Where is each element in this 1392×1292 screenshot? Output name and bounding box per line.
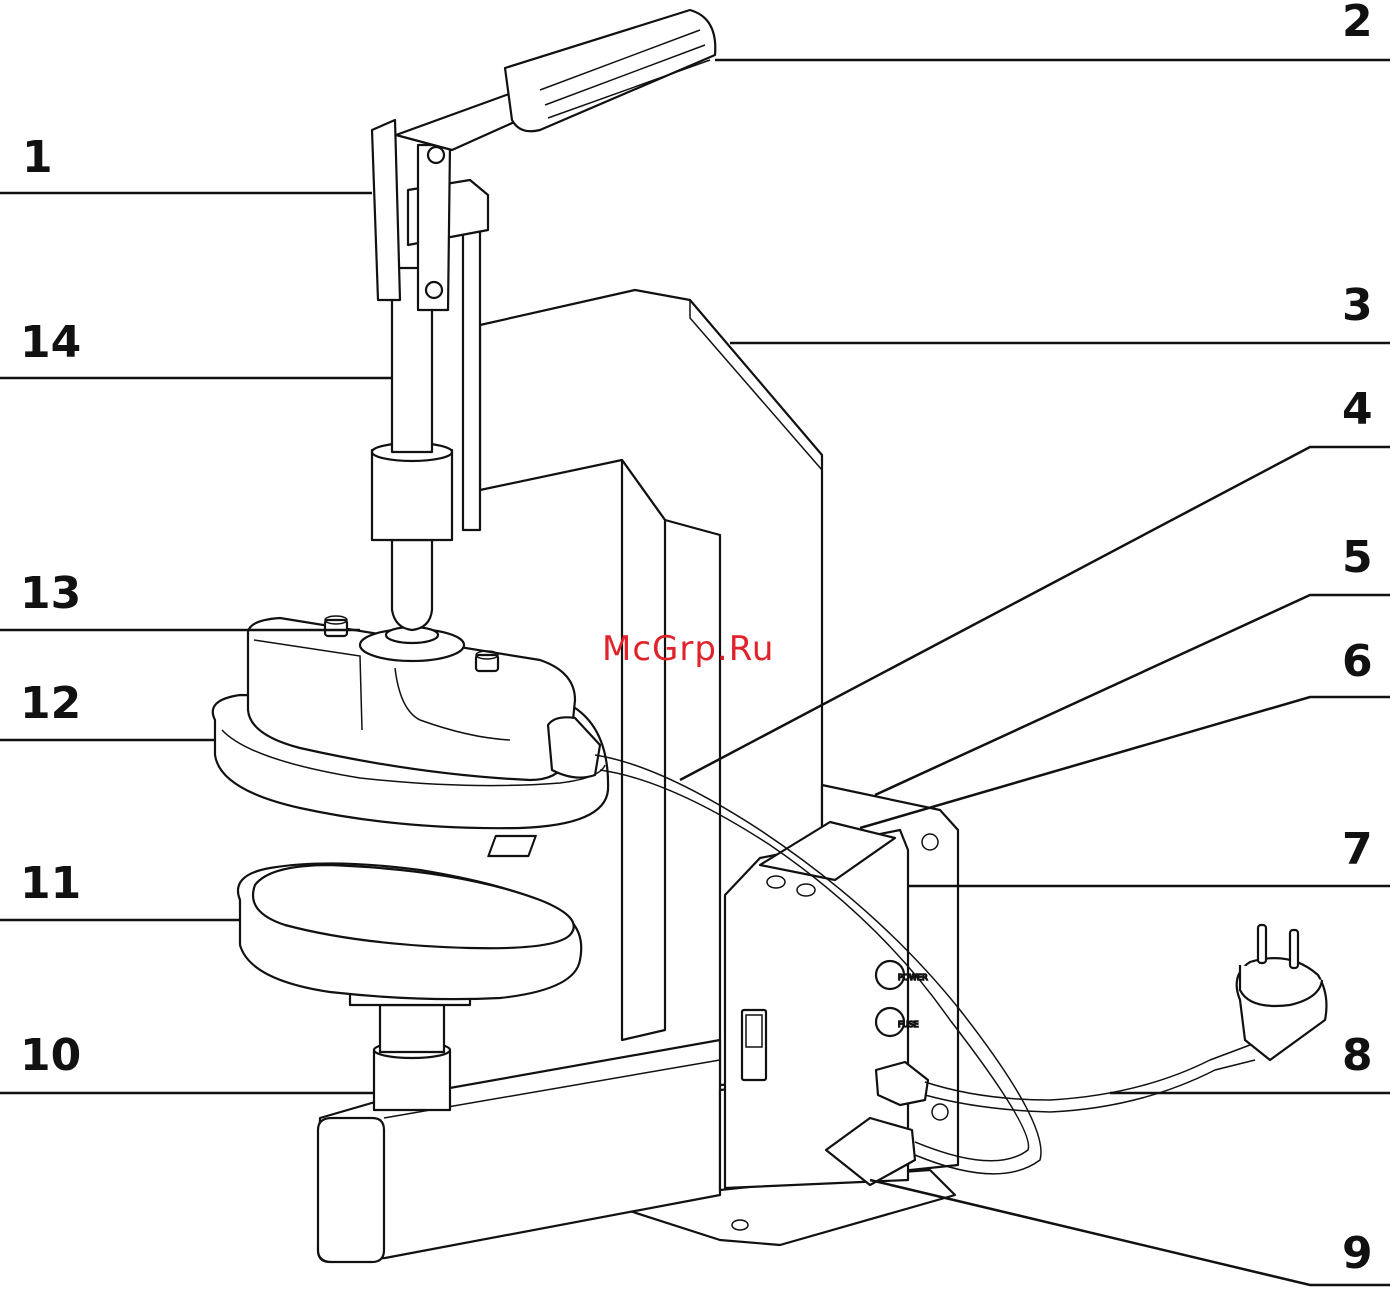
callout-7: 7 [1342, 824, 1373, 875]
leader-6 [860, 697, 1390, 828]
callout-2: 2 [1342, 0, 1373, 47]
callout-11: 11 [20, 858, 81, 909]
callout-8: 8 [1342, 1030, 1373, 1081]
callout-10: 10 [20, 1030, 81, 1081]
lever-linkage [372, 90, 530, 310]
callout-6: 6 [1342, 636, 1373, 687]
callout-14: 14 [20, 317, 81, 368]
watermark-text: McGrp.Ru [602, 629, 774, 669]
fuse-label-1: POWER [898, 973, 928, 982]
lever-handle [505, 10, 715, 131]
callout-13: 13 [20, 568, 81, 619]
lower-heat-plate [238, 863, 581, 999]
power-plug [1237, 925, 1327, 1060]
callout-3: 3 [1342, 280, 1373, 331]
callout-1: 1 [22, 132, 53, 183]
leader-5 [875, 595, 1390, 795]
power-cord [925, 1045, 1255, 1112]
fuse-label-2: FUSE [898, 1020, 919, 1029]
upper-heat-plate [213, 616, 608, 828]
callout-4: 4 [1342, 384, 1373, 435]
callout-9: 9 [1342, 1228, 1373, 1279]
callout-5: 5 [1342, 532, 1373, 583]
callout-12: 12 [20, 678, 81, 729]
